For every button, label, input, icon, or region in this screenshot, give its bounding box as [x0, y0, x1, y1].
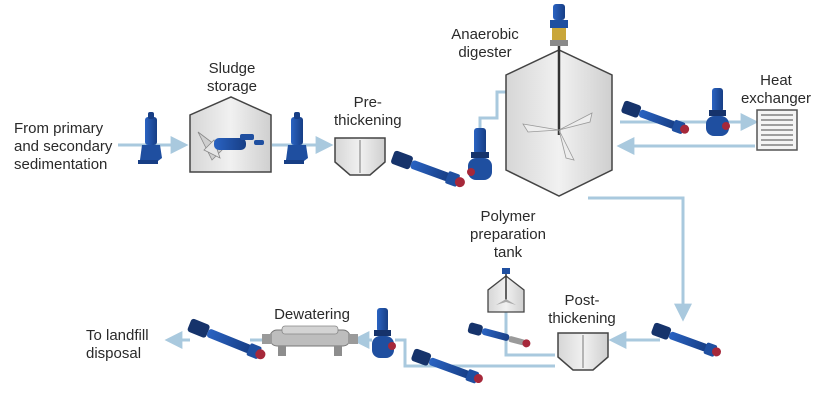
label-landfill: To landfill disposal — [86, 327, 149, 362]
pipe-digester-to-postthickening — [588, 196, 692, 322]
label-anaerobic-digester: Anaerobic digester — [451, 26, 519, 61]
dewatering-decanter — [262, 325, 358, 356]
anaerobic-digester — [505, 4, 613, 197]
pre-thickening-tank — [334, 137, 386, 176]
progressive-cavity-pump-3 — [651, 322, 722, 357]
label-pre-thickening: Pre- thickening — [334, 94, 402, 129]
sludge-storage-tank — [189, 96, 272, 173]
progressive-cavity-pump-4 — [411, 348, 483, 384]
label-post-thickening: Post- thickening — [548, 292, 616, 327]
label-heat-exchanger: Heat exchanger — [740, 72, 812, 107]
vertical-pump-digester-feed — [467, 128, 492, 180]
progressive-cavity-pump-2 — [621, 100, 690, 134]
vertical-pump-heat-exchanger — [706, 88, 730, 136]
progressive-cavity-pump-1 — [391, 150, 465, 188]
label-source: From primary and secondary sedimentation — [14, 120, 113, 173]
progressive-cavity-pump-5 — [187, 318, 266, 360]
dosing-pump — [467, 322, 531, 348]
pipe-polymer-line — [504, 295, 555, 357]
mixer-icon — [197, 131, 264, 161]
label-polymer-tank: Polymer preparation tank — [470, 208, 546, 261]
submersible-pump-1 — [138, 112, 162, 164]
vertical-pump-dewatering-feed — [372, 308, 396, 358]
post-thickening-tank — [557, 332, 609, 371]
pipe-postthickening-to-pump — [395, 338, 555, 368]
label-sludge-storage: Sludge storage — [206, 60, 258, 95]
label-dewatering: Dewatering — [274, 306, 350, 323]
polymer-preparation-tank — [487, 268, 525, 313]
heat-exchanger-unit — [756, 109, 798, 151]
agitator-icon — [522, 112, 593, 161]
agitator-drive-icon — [550, 4, 568, 46]
submersible-pump-2 — [284, 112, 308, 164]
